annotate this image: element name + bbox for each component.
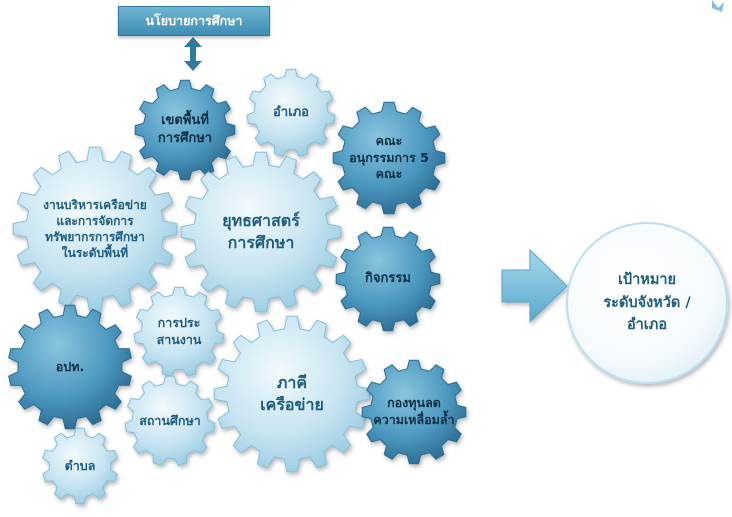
gear-shape xyxy=(124,375,216,466)
gear-shape xyxy=(213,315,371,473)
gear-network_mgmt xyxy=(12,146,178,312)
gear-partners xyxy=(213,315,371,473)
gear-district xyxy=(246,68,336,157)
gear-shape xyxy=(133,286,225,377)
gear-equity_fund xyxy=(361,359,467,465)
gears-layer xyxy=(8,68,467,505)
gear-shape xyxy=(361,359,467,465)
right-arrow-icon xyxy=(501,248,568,324)
gear-activities xyxy=(335,226,441,332)
gear-shape xyxy=(246,68,336,157)
gear-strategy xyxy=(180,151,342,313)
gear-shape xyxy=(332,101,446,215)
goal-label: เป้าหมาย ระดับจังหวัด / อำเภอ xyxy=(603,272,691,334)
goal-circle xyxy=(566,222,728,384)
gear-schools xyxy=(124,375,216,466)
policy-box: นโยบายการศึกษา xyxy=(118,6,270,36)
gear-shape xyxy=(12,146,178,312)
gear-lao xyxy=(8,304,132,430)
policy-label: นโยบายการศึกษา xyxy=(145,13,243,28)
gear-shape xyxy=(8,304,132,430)
gear-committee xyxy=(332,101,446,215)
gear-shape xyxy=(134,79,236,181)
gear-shape xyxy=(335,226,441,332)
gear-subdistrict xyxy=(42,427,118,505)
gear-zone xyxy=(134,79,236,181)
gear-coordination xyxy=(133,286,225,377)
corner-mark-icon xyxy=(712,0,724,12)
double-arrow-icon xyxy=(184,37,202,71)
gear-shape xyxy=(180,151,342,313)
gear-shape xyxy=(42,427,118,505)
